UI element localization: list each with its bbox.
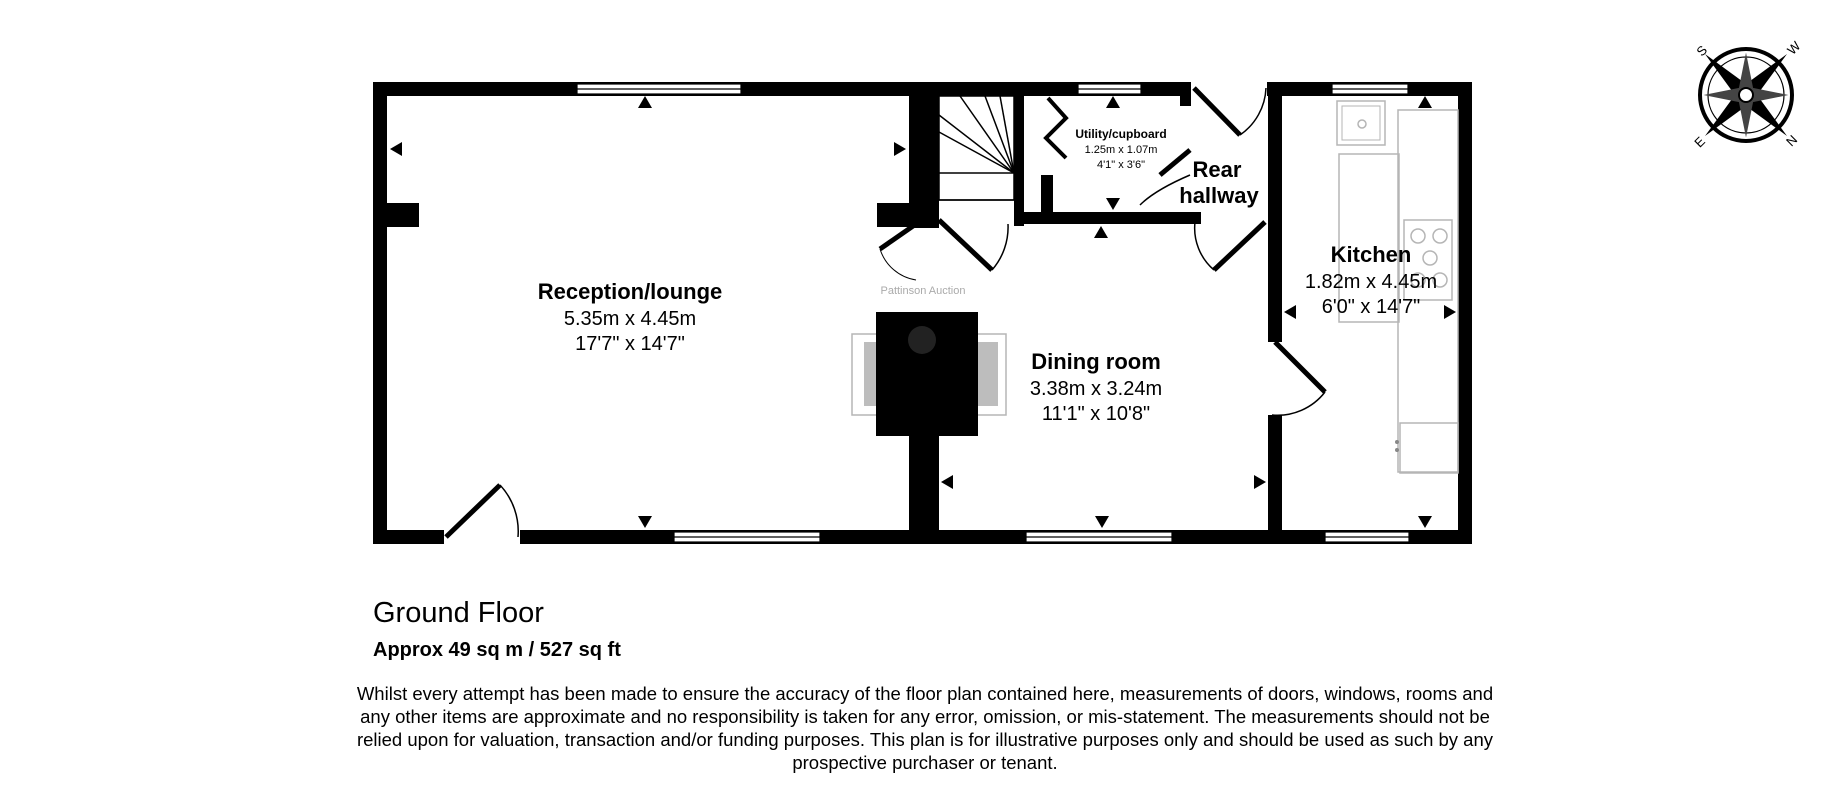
doors: [444, 86, 1327, 539]
rear-hallway-name-2: hallway: [1179, 183, 1259, 208]
rear-hallway-name-1: Rear: [1193, 157, 1242, 182]
dining-imperial: 11'1" x 10'8": [1042, 403, 1150, 425]
utility-metric: 1.25m x 1.07m: [1085, 144, 1158, 156]
utility-name: Utility/cupboard: [1075, 127, 1166, 141]
front-door: [444, 483, 502, 539]
compass-w: W: [1784, 38, 1804, 58]
interior-walls: [877, 82, 1282, 532]
floor-area: Approx 49 sq m / 527 sq ft: [373, 639, 621, 661]
kitchen-name: Kitchen: [1331, 242, 1412, 267]
hob-icon: [1403, 219, 1453, 301]
floor-title: Ground Floor: [373, 597, 544, 629]
watermark-text: Pattinson Auction: [880, 285, 965, 297]
staircase: [938, 95, 1015, 201]
sink-icon: [1336, 100, 1386, 146]
dining-name: Dining room: [1031, 349, 1161, 374]
disclaimer-text: Whilst every attempt has been made to en…: [356, 683, 1494, 773]
reception-imperial: 17'7" x 14'7": [575, 333, 685, 355]
chimney-breast: [851, 312, 1007, 436]
kitchen-imperial: 6'0" x 14'7": [1322, 296, 1421, 318]
windows: [576, 83, 1410, 543]
compass-e: E: [1691, 133, 1708, 150]
kitchen-worktop: [1338, 153, 1400, 323]
compass-icon: S N E W: [1691, 38, 1804, 151]
reception-name: Reception/lounge: [538, 279, 723, 304]
room-labels: Reception/lounge 5.35m x 4.45m 17'7" x 1…: [538, 127, 1437, 425]
utility-imperial: 4'1" x 3'6": [1097, 159, 1145, 171]
kitchen-metric: 1.82m x 4.45m: [1305, 271, 1437, 293]
kitchen-fittings: [1336, 100, 1459, 474]
dining-metric: 3.38m x 3.24m: [1030, 378, 1162, 400]
reception-metric: 5.35m x 4.45m: [564, 308, 696, 330]
room-markers: [390, 96, 1456, 528]
